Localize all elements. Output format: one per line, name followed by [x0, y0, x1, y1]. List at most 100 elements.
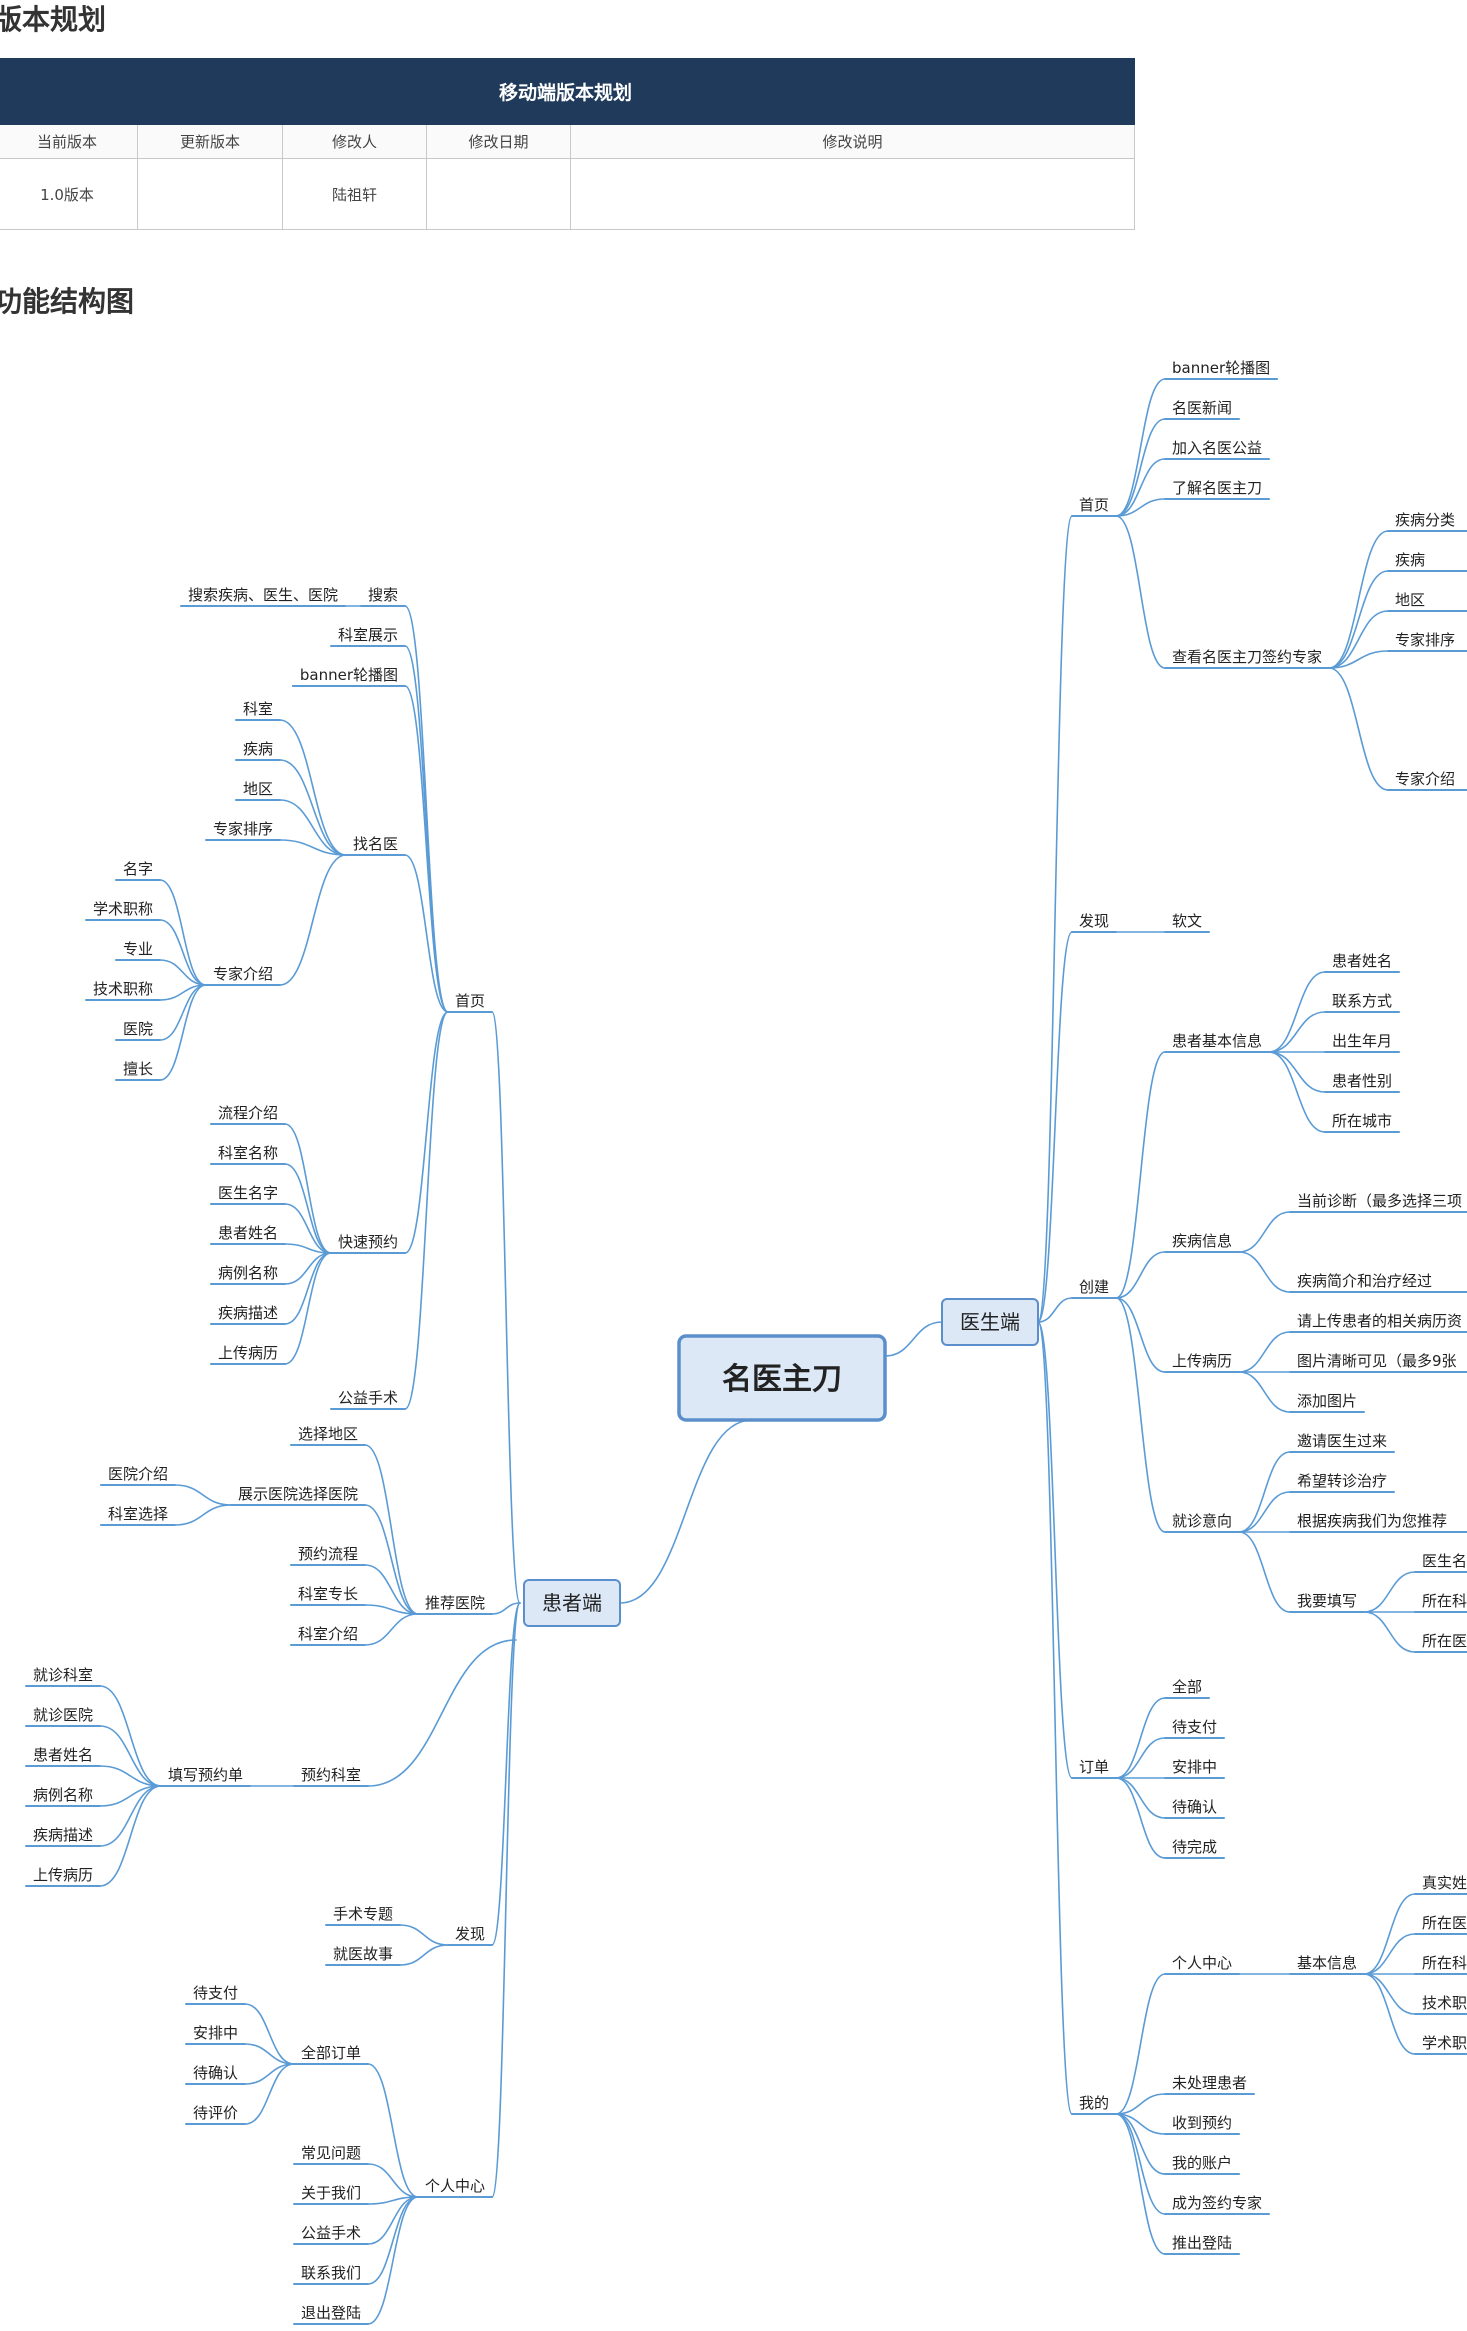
doctor-home-signed-experts: 查看名医主刀签约专家	[1172, 648, 1322, 666]
booking-form-item: 疾病描述	[33, 1826, 93, 1844]
quick-book-item: 医生名字	[218, 1184, 278, 1202]
visit-intent-item: 根据疾病我们为您推荐	[1297, 1512, 1447, 1530]
center-item: 联系我们	[301, 2264, 361, 2282]
patient-home: 首页	[455, 992, 485, 1010]
doctor-home-item: 加入名医公益	[1172, 439, 1262, 457]
table-cell: 1.0版本	[0, 158, 138, 230]
basic-info-item: 真实姓	[1422, 1874, 1467, 1892]
center-item: 常见问题	[301, 2144, 361, 2162]
patient-discover: 发现	[455, 1925, 485, 1943]
booking-form-item: 就诊科室	[33, 1666, 93, 1684]
order-status-item: 安排中	[193, 2024, 238, 2042]
doctor-order-status: 全部	[1172, 1678, 1202, 1696]
doctor-home-item: 了解名医主刀	[1172, 479, 1262, 497]
booking-form-item: 患者姓名	[33, 1746, 93, 1764]
booking-form-item: 上传病历	[33, 1866, 93, 1884]
expert-info-item: 专业	[123, 940, 153, 958]
patient-basic-item: 患者姓名	[1332, 952, 1392, 970]
doctor-discover-article: 软文	[1172, 912, 1202, 930]
patient-home-quick-book: 快速预约	[338, 1233, 398, 1251]
mine-item: 我的账户	[1172, 2154, 1232, 2172]
find-doctor-expert: 专家介绍	[213, 965, 273, 983]
doctor-mine: 我的	[1079, 2094, 1109, 2112]
doctor-order-status: 待确认	[1172, 1798, 1217, 1816]
patient-basic-item: 联系方式	[1332, 992, 1392, 1010]
quick-book-item: 科室名称	[218, 1144, 278, 1162]
disease-info-item: 当前诊断（最多选择三项	[1297, 1192, 1462, 1210]
quick-book-item: 疾病描述	[218, 1304, 278, 1322]
mine-item: 收到预约	[1172, 2114, 1232, 2132]
create-patient-basic: 患者基本信息	[1172, 1032, 1262, 1050]
root-node-box	[677, 1334, 887, 1422]
basic-info-item: 学术职	[1422, 2034, 1467, 2052]
doctor-home-item: banner轮播图	[1172, 359, 1270, 377]
mine-personal-center: 个人中心	[1172, 1954, 1232, 1972]
expert-info-item: 擅长	[123, 1060, 153, 1078]
create-upload-record: 上传病历	[1172, 1352, 1232, 1370]
mine-basic-info: 基本信息	[1297, 1954, 1357, 1972]
doctor-home-item: 名医新闻	[1172, 399, 1232, 417]
mine-item: 成为签约专家	[1172, 2194, 1262, 2212]
expert-info-item: 学术职称	[93, 900, 153, 918]
book-dept-form: 填写预约单	[168, 1766, 243, 1784]
recommend-show-hospital: 展示医院选择医院	[238, 1485, 358, 1503]
patient-discover-item: 手术专题	[333, 1905, 393, 1923]
signed-expert-item: 地区	[1395, 591, 1425, 609]
basic-info-item: 所在医	[1422, 1914, 1467, 1932]
doctor-branch-node-box	[941, 1298, 1039, 1346]
doctor-order-status: 待支付	[1172, 1718, 1217, 1736]
patient-home-charity: 公益手术	[338, 1389, 398, 1407]
expert-info-item: 技术职称	[93, 980, 153, 998]
expert-info-item: 名字	[123, 860, 153, 878]
recommend-item: 预约流程	[298, 1545, 358, 1563]
doctor-create: 创建	[1079, 1278, 1109, 1296]
table-header-cell: 修改说明	[570, 124, 1135, 159]
basic-info-item: 技术职	[1422, 1994, 1467, 2012]
signed-expert-item: 疾病	[1395, 551, 1425, 569]
mine-item: 未处理患者	[1172, 2074, 1247, 2092]
order-status-item: 待确认	[193, 2064, 238, 2082]
patient-book-department: 预约科室	[301, 1766, 361, 1784]
patient-basic-item: 患者性别	[1332, 1072, 1392, 1090]
patient-branch-node-box	[523, 1579, 621, 1627]
doctor-order-status: 待完成	[1172, 1838, 1217, 1856]
visit-intent-item: 邀请医生过来	[1297, 1432, 1387, 1450]
section-title-version-plan: 版本规划	[0, 3, 107, 36]
disease-info-item: 疾病简介和治疗经过	[1297, 1272, 1432, 1290]
doctor-orders: 订单	[1079, 1758, 1109, 1776]
recommend-select-region: 选择地区	[298, 1425, 358, 1443]
find-doctor-item: 地区	[243, 780, 273, 798]
order-status-item: 待评价	[193, 2104, 238, 2122]
signed-expert-item: 疾病分类	[1395, 511, 1455, 529]
table-cell	[137, 158, 283, 230]
table-cell	[426, 158, 571, 230]
quick-book-item: 流程介绍	[218, 1104, 278, 1122]
version-table: 移动端版本规划 当前版本 更新版本 修改人 修改日期 修改说明 1.0版本 陆祖…	[0, 58, 1135, 230]
doctor-discover: 发现	[1079, 912, 1109, 930]
patient-search-scope: 搜索疾病、医生、医院	[188, 586, 338, 604]
center-item: 公益手术	[301, 2224, 361, 2242]
doctor-branch-node: 医生端	[960, 1310, 1020, 1334]
show-hospital-item: 医院介绍	[108, 1465, 168, 1483]
patient-home-search: 搜索	[368, 586, 398, 604]
quick-book-item: 患者姓名	[218, 1224, 278, 1242]
center-item: 退出登陆	[301, 2304, 361, 2322]
find-doctor-item: 科室	[243, 700, 273, 718]
quick-book-item: 病例名称	[218, 1264, 278, 1282]
table-header-cell: 当前版本	[0, 124, 138, 159]
booking-form-item: 就诊医院	[33, 1706, 93, 1724]
center-all-orders: 全部订单	[301, 2044, 361, 2062]
upload-record-item: 图片清晰可见（最多9张	[1297, 1352, 1457, 1370]
patient-basic-item: 所在城市	[1332, 1112, 1392, 1130]
fill-in-item: 所在医	[1422, 1632, 1467, 1650]
visit-intent-fill: 我要填写	[1297, 1592, 1357, 1610]
section-title-function-structure: 功能结构图	[0, 285, 135, 318]
fill-in-item: 医生名	[1422, 1552, 1467, 1570]
patient-home-banner: banner轮播图	[300, 666, 398, 684]
doctor-order-status: 安排中	[1172, 1758, 1217, 1776]
center-item: 关于我们	[301, 2184, 361, 2202]
patient-home-find-doctor: 找名医	[353, 835, 398, 853]
table-header-cell: 修改日期	[426, 124, 571, 159]
mine-item: 推出登陆	[1172, 2234, 1232, 2252]
